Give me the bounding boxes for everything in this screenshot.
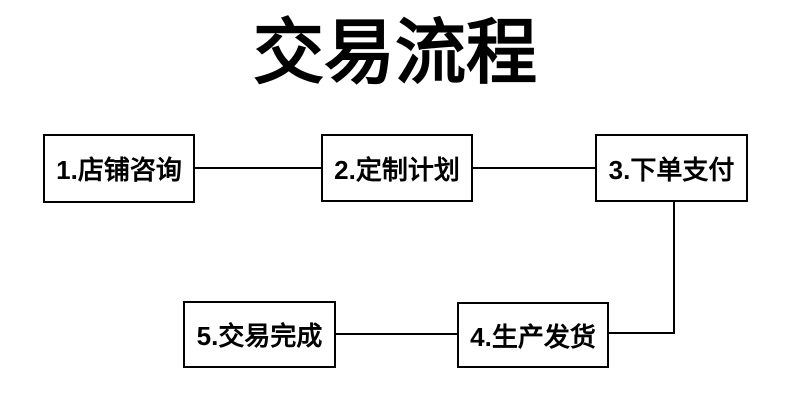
connector-step2-step3 bbox=[472, 167, 596, 169]
flow-step-2-label: 2.定制计划 bbox=[334, 154, 460, 185]
flow-step-2-box: 2.定制计划 bbox=[321, 134, 473, 202]
flow-step-3-label: 3.下单支付 bbox=[608, 154, 735, 185]
flow-step-4-label: 4.生产发货 bbox=[470, 321, 596, 352]
flow-step-3-box: 3.下单支付 bbox=[595, 134, 748, 202]
flow-step-1-label: 1.店铺咨询 bbox=[56, 155, 182, 185]
connector-step4-step5 bbox=[335, 333, 458, 335]
connector-step3-step4 bbox=[607, 332, 675, 334]
connector-step3-down bbox=[673, 201, 675, 334]
diagram-title: 交易流程 bbox=[252, 14, 537, 93]
flow-step-4-box: 4.生产发货 bbox=[457, 302, 609, 368]
flow-step-5-label: 5.交易完成 bbox=[196, 321, 323, 351]
flow-step-5-box: 5.交易完成 bbox=[183, 301, 336, 368]
connector-step1-step2 bbox=[194, 167, 322, 169]
flow-step-1-box: 1.店铺咨询 bbox=[43, 134, 195, 203]
